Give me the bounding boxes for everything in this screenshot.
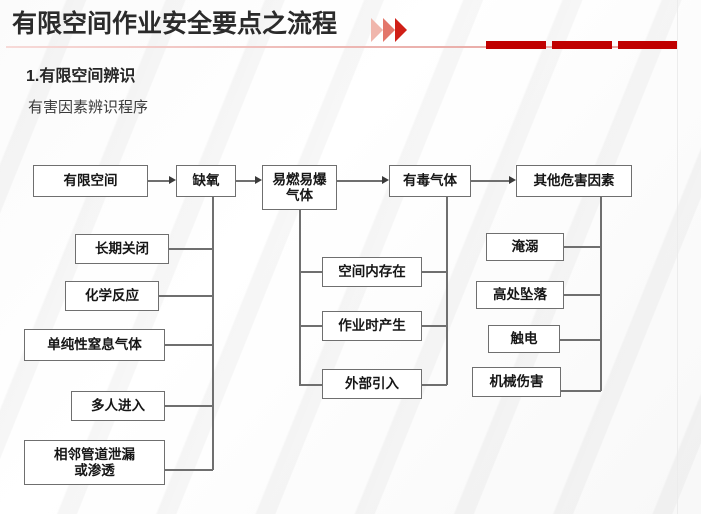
page-title: 有限空间作业安全要点之流程 <box>12 10 338 38</box>
section-subheading: 有害因素辨识程序 <box>28 99 149 116</box>
header-accent-block-1 <box>486 41 546 49</box>
arrow-confined-to-oxygen <box>169 176 176 184</box>
flow-node-simple-asphyxiant-gas[interactable]: 单纯性窒息气体 <box>24 329 165 361</box>
flow-node-electric-shock[interactable]: 触电 <box>488 325 560 353</box>
connector-multiple-persons-entry <box>165 405 213 407</box>
connector-flammable-generated-during-work <box>299 325 323 327</box>
flow-node-confined-space[interactable]: 有限空间 <box>33 165 148 197</box>
flow-node-oxygen-deficiency[interactable]: 缺氧 <box>176 165 236 197</box>
flow-node-mechanical-injury[interactable]: 机械伤害 <box>472 367 561 397</box>
connector-drowning <box>564 246 601 248</box>
flow-node-adjacent-pipe-leak[interactable]: 相邻管道泄漏 或渗透 <box>24 440 165 485</box>
trunk-oxygen-deficiency <box>212 197 214 470</box>
page-edge-divider <box>677 0 678 514</box>
connector-toxic-to-other <box>471 180 509 182</box>
connector-toxic-generated-during-work <box>422 325 447 327</box>
connector-long-term-closure <box>169 248 213 250</box>
connector-mechanical-injury <box>561 390 601 392</box>
flow-node-generated-during-work[interactable]: 作业时产生 <box>322 311 422 341</box>
section-heading: 1.有限空间辨识 <box>26 68 136 85</box>
flow-node-existing-in-space[interactable]: 空间内存在 <box>322 257 422 287</box>
chevron-right-light-icon <box>371 18 383 42</box>
flow-node-chemical-reaction[interactable]: 化学反应 <box>65 281 159 311</box>
connector-toxic-introduced-externally <box>422 384 447 386</box>
flow-node-introduced-externally[interactable]: 外部引入 <box>322 369 422 399</box>
trunk-toxic-gas <box>446 197 448 385</box>
connector-adjacent-pipe-leak <box>165 469 213 471</box>
flow-node-other-hazard-factors[interactable]: 其他危害因素 <box>516 165 632 197</box>
connector-electric-shock <box>560 339 601 341</box>
chevron-triple-icon <box>371 18 421 42</box>
flow-node-drowning[interactable]: 淹溺 <box>486 233 564 261</box>
flow-node-multiple-persons-entry[interactable]: 多人进入 <box>71 391 165 421</box>
connector-flammable-to-toxic <box>337 180 382 182</box>
connector-flammable-existing-in-space <box>299 271 323 273</box>
connector-simple-asphyxiant-gas <box>165 344 213 346</box>
chevron-right-dark-icon <box>395 18 407 42</box>
connector-oxygen-to-flammable <box>236 180 255 182</box>
connector-chemical-reaction <box>159 295 213 297</box>
flow-node-long-term-closure[interactable]: 长期关闭 <box>75 234 169 264</box>
arrow-oxygen-to-flammable <box>255 176 262 184</box>
title-underline-rule <box>6 46 677 48</box>
header-accent-block-2 <box>552 41 612 49</box>
connector-confined-to-oxygen <box>148 180 169 182</box>
flow-node-flammable-explosive-gas[interactable]: 易燃易爆 气体 <box>262 165 337 210</box>
flow-node-toxic-gas[interactable]: 有毒气体 <box>389 165 471 197</box>
slide-header: 有限空间作业安全要点之流程 <box>0 0 701 52</box>
flow-node-fall-from-height[interactable]: 高处坠落 <box>476 281 564 309</box>
trunk-flammable-explosive-gas <box>299 210 301 385</box>
connector-fall-from-height <box>564 294 601 296</box>
connector-toxic-existing-in-space <box>422 271 447 273</box>
connector-flammable-introduced-externally <box>299 384 323 386</box>
arrow-toxic-to-other <box>509 176 516 184</box>
arrow-flammable-to-toxic <box>382 176 389 184</box>
chevron-right-medium-icon <box>383 18 395 42</box>
header-accent-block-3 <box>618 41 677 49</box>
